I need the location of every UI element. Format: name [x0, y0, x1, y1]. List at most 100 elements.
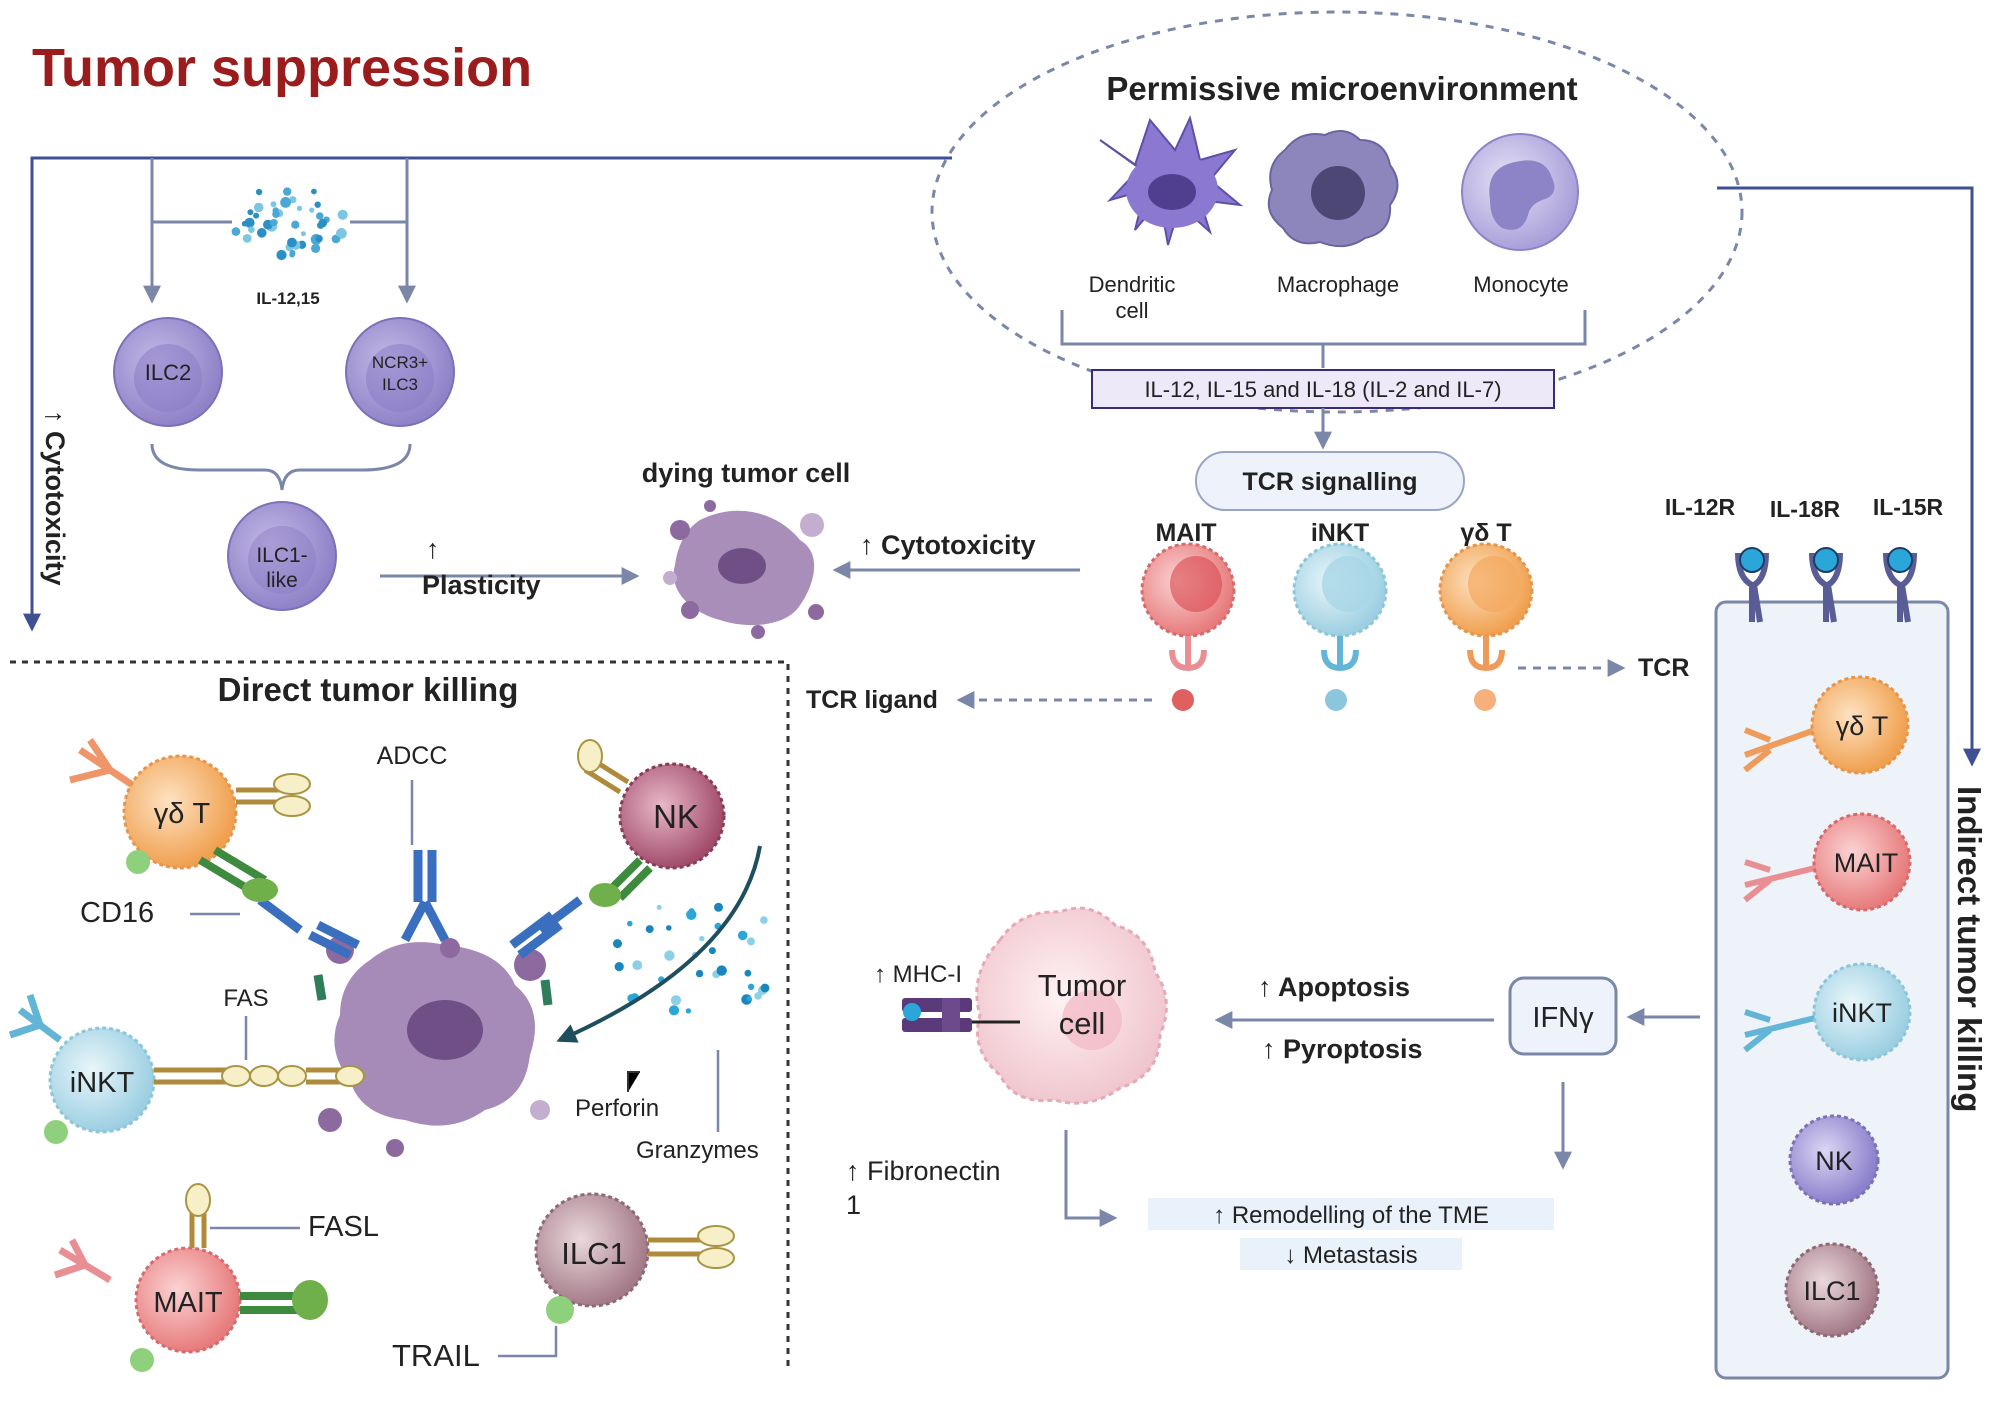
mait-top-label: MAIT	[1155, 519, 1216, 547]
pyroptosis-label: ↑ Pyroptosis	[1262, 1034, 1423, 1064]
permissive-title: Permissive microenvironment	[1106, 70, 1577, 107]
tumor-cell-label-line1: Tumor	[1038, 968, 1126, 1003]
ifng-label: IFNγ	[1532, 1002, 1594, 1034]
panel-nk-cell: NK	[1788, 1114, 1880, 1206]
panel-ilc1-cell: ILC1	[1784, 1242, 1880, 1338]
direct-ilc1-cell: ILC1	[534, 1192, 735, 1324]
direct-mait-cell: MAIT	[53, 1183, 328, 1372]
fibronectin-line1: ↑ Fibronectin	[846, 1156, 1001, 1186]
perforin-granzyme-dots	[613, 902, 770, 1016]
cd16-label: CD16	[80, 897, 154, 929]
ncr3-label-line1: NCR3+	[372, 353, 428, 372]
antibody-icons	[257, 850, 583, 1006]
dying-tumor-cell-label: dying tumor cell	[642, 458, 851, 488]
ilc2-cell: ILC2	[113, 317, 223, 427]
ncr3-ilc3-cell: NCR3+ ILC3	[345, 317, 455, 427]
inkt-cell-top	[1292, 542, 1388, 711]
metastasis-box	[1240, 1238, 1462, 1270]
ilc-branch-lines	[150, 158, 409, 300]
receptor-il18r-label: IL-18R	[1770, 496, 1841, 522]
granule-arrow	[556, 845, 762, 1043]
panel-gdt-cell: γδ T	[1743, 675, 1910, 775]
gdt-cell-top	[1438, 542, 1534, 711]
cytotoxicity-mid-label: ↑ Cytotoxicity	[860, 530, 1036, 560]
granzymes-label: Granzymes	[636, 1137, 759, 1164]
plasticity-label: Plasticity	[422, 570, 541, 600]
panel-mait-label: MAIT	[1834, 848, 1899, 878]
cytokine-label: IL-12,15	[256, 289, 319, 308]
dendritic-cell-icon	[1099, 114, 1244, 246]
permissive-oval	[930, 10, 1744, 414]
receptor-il12r-icon	[1735, 547, 1769, 623]
panel-nk-label: NK	[1815, 1146, 1853, 1176]
tcr-signalling-label: TCR signalling	[1243, 468, 1418, 496]
central-tumor-cell-icon	[318, 936, 550, 1157]
direct-nk-label: NK	[653, 798, 699, 835]
tcr-signalling-pill	[1195, 451, 1465, 511]
direct-nk-cell: NK	[577, 739, 726, 907]
right-frame-line	[1717, 186, 1981, 767]
ilc1-like-cell: ILC1- like	[227, 501, 337, 611]
tumor-cell-label-line2: cell	[1059, 1006, 1106, 1041]
trail-label: TRAIL	[392, 1338, 480, 1373]
apoptosis-label: ↑ Apoptosis	[1258, 972, 1410, 1002]
indirect-title: Indirect tumor killing	[1951, 786, 1988, 1112]
perforin-label: Perforin	[575, 1095, 659, 1122]
permissive-bracket	[1060, 310, 1587, 368]
monocyte-icon	[1461, 133, 1579, 251]
receptor-il12r-label: IL-12R	[1665, 494, 1736, 520]
cytokine-box	[1091, 369, 1555, 409]
direct-gdt-cell: γδ T	[69, 738, 311, 902]
direct-inkt-cell: iNKT	[8, 993, 240, 1144]
tcr-label: TCR	[1638, 654, 1689, 682]
dying-tumor-cell-icon	[663, 500, 824, 639]
mait-cell-top	[1140, 542, 1236, 711]
monocyte-label: Monocyte	[1473, 272, 1568, 297]
ifng-box	[1508, 976, 1618, 1056]
direct-mait-label: MAIT	[153, 1287, 223, 1319]
fas-label: FAS	[223, 985, 268, 1012]
cytokine-box-label: IL-12, IL-15 and IL-18 (IL-2 and IL-7)	[1144, 377, 1501, 402]
direct-title: Direct tumor killing	[218, 671, 519, 708]
cytokine-cloud-icon	[231, 187, 348, 261]
ilc1-like-label-line1: ILC1-	[256, 544, 307, 567]
panel-inkt-cell: iNKT	[1743, 962, 1912, 1062]
ncr3-label-line2: ILC3	[382, 375, 418, 394]
ilc1-like-label-line2: like	[266, 569, 298, 592]
mhc-i-label: ↑ MHC-I	[874, 961, 962, 988]
tcr-ligand-label: TCR ligand	[806, 686, 938, 714]
panel-gdt-label: γδ T	[1836, 711, 1889, 741]
dendritic-label-line1: Dendritic	[1089, 272, 1176, 297]
adcc-label: ADCC	[377, 742, 448, 770]
remodelling-label: ↑ Remodelling of the TME	[1213, 1202, 1489, 1229]
receptor-il15r-icon	[1883, 547, 1917, 623]
fasl-label: FASL	[308, 1211, 379, 1243]
direct-inkt-label: iNKT	[70, 1067, 135, 1099]
ilc-merge-bracket	[150, 443, 412, 491]
plasticity-up-arrow: ↑	[426, 534, 440, 564]
panel-inkt-label: iNKT	[1832, 998, 1892, 1028]
mhc-i-icon	[902, 998, 1020, 1032]
tumor-cell-icon: Tumor cell	[975, 906, 1168, 1105]
figure-title: Tumor suppression	[32, 38, 532, 98]
panel-ilc1-label: ILC1	[1803, 1276, 1860, 1306]
inkt-top-label: iNKT	[1311, 519, 1369, 547]
receptor-il18r-icon	[1809, 547, 1843, 623]
perforin-leader	[627, 1071, 640, 1092]
fibronectin-line2: 1	[846, 1190, 861, 1220]
direct-gdt-label: γδ T	[154, 798, 211, 830]
trail-leader	[498, 1326, 558, 1358]
dendritic-label-line2: cell	[1115, 298, 1148, 323]
direct-panel-border	[10, 660, 790, 1372]
direct-ilc1-label: ILC1	[561, 1236, 626, 1271]
macrophage-label: Macrophage	[1277, 272, 1399, 297]
left-frame-line	[23, 156, 952, 632]
macrophage-icon	[1267, 130, 1399, 248]
receptor-il15r-label: IL-15R	[1873, 494, 1944, 520]
ilc2-label: ILC2	[145, 360, 191, 385]
fas-fasl-icon	[221, 1065, 365, 1087]
metastasis-label: ↓ Metastasis	[1284, 1242, 1417, 1269]
remodelling-box	[1148, 1198, 1554, 1230]
